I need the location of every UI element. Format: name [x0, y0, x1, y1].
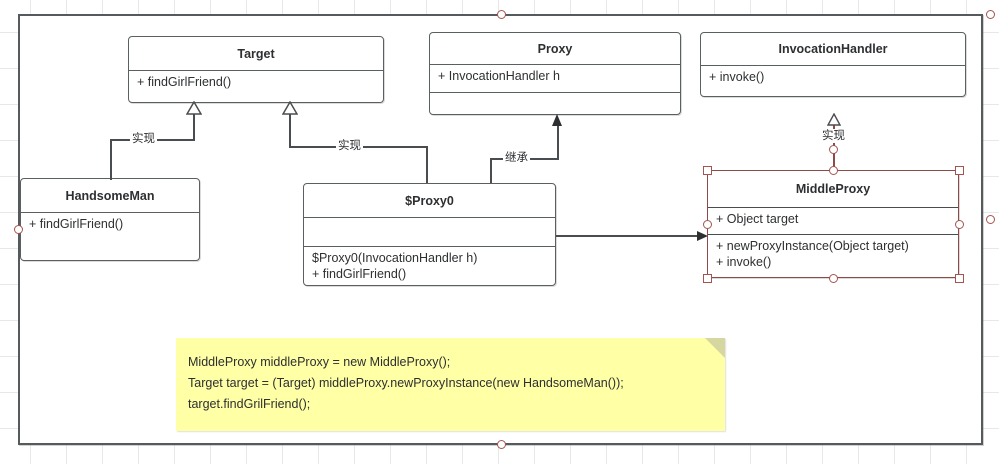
canvas-handle-top-right[interactable] — [986, 10, 995, 19]
class-member: + findGirlFriend() — [312, 267, 407, 281]
realization-arrowhead-middleproxy — [826, 112, 842, 131]
sticky-note[interactable]: MiddleProxy middleProxy = new MiddleProx… — [176, 338, 725, 431]
class-attributes-middleproxy: + Object target — [708, 208, 958, 234]
class-title-middleproxy: MiddleProxy — [795, 182, 871, 196]
resize-handle-top-center[interactable] — [829, 166, 838, 175]
class-methods-proxy — [430, 93, 680, 114]
canvas-handle-top-center[interactable] — [497, 10, 506, 19]
class-attributes-handsomeman: + findGirlFriend() — [21, 213, 199, 260]
resize-handle-middle-right[interactable] — [955, 220, 964, 229]
resize-handle-bottom-left[interactable] — [703, 274, 712, 283]
resize-handle-top-right[interactable] — [955, 166, 964, 175]
class-separator — [129, 70, 383, 71]
class-box-invocationhandler[interactable]: InvocationHandler + invoke() — [700, 32, 966, 97]
resize-handle-top-left[interactable] — [703, 166, 712, 175]
note-content: MiddleProxy middleProxy = new MiddleProx… — [188, 352, 624, 415]
class-attributes-proxy: + InvocationHandler h — [430, 65, 680, 92]
class-member: + findGirlFriend() — [29, 217, 124, 231]
note-line: target.findGrilFriend(); — [188, 397, 311, 411]
edge-handsomeman-target-vert-down — [110, 139, 112, 180]
class-member: + invoke() — [709, 70, 765, 84]
edge-handsomeman-target-vert-up — [193, 113, 195, 140]
note-line: Target target = (Target) middleProxy.new… — [188, 376, 624, 390]
class-member: + findGirlFriend() — [137, 75, 232, 89]
class-separator — [430, 64, 680, 65]
class-member: $Proxy0(InvocationHandler h) — [312, 251, 478, 265]
class-title-proxy: Proxy — [537, 41, 573, 56]
class-title-target: Target — [237, 46, 275, 61]
class-separator — [708, 207, 958, 208]
class-member: + invoke() — [716, 255, 772, 269]
edge-proxy0-target-vert-down — [426, 146, 428, 183]
edge-label-proxy0-implements: 实现 — [336, 139, 363, 153]
resize-handle-bottom-right[interactable] — [955, 274, 964, 283]
class-title-handsomeman: HandsomeMan — [65, 188, 155, 203]
edge-label-handsomeman-implements: 实现 — [130, 132, 157, 146]
class-box-proxy[interactable]: Proxy + InvocationHandler h — [429, 32, 681, 115]
edge-proxy0-target-vert-up — [289, 113, 291, 147]
class-title-invocationhandler: InvocationHandler — [778, 42, 888, 56]
note-fold-corner — [705, 338, 725, 358]
class-box-handsomeman[interactable]: HandsomeMan + findGirlFriend() — [20, 178, 200, 261]
class-attributes-proxy0 — [304, 218, 555, 246]
edge-waypoint-handle-middleproxy[interactable] — [829, 145, 838, 154]
class-member: + newProxyInstance(Object target) — [716, 239, 909, 253]
note-line: MiddleProxy middleProxy = new MiddleProx… — [188, 355, 451, 369]
canvas-handle-bottom-center[interactable] — [497, 440, 506, 449]
edge-proxy0-middleproxy — [556, 235, 700, 237]
association-arrowhead-middleproxy — [697, 231, 708, 241]
canvas-handle-middle-right[interactable] — [986, 215, 995, 224]
class-separator — [304, 246, 555, 247]
realization-arrowhead-handsomeman — [185, 100, 203, 120]
class-separator — [21, 212, 199, 213]
class-separator — [708, 234, 958, 235]
generalization-arrowhead-proxy0 — [552, 114, 562, 126]
class-box-target[interactable]: Target + findGirlFriend() — [128, 36, 384, 103]
class-title-proxy0: $Proxy0 — [405, 193, 454, 208]
edge-proxy0-proxy-vert-up — [557, 126, 559, 159]
class-box-proxy0[interactable]: $Proxy0 $Proxy0(InvocationHandler h) + f… — [303, 183, 556, 286]
class-methods-middleproxy: + newProxyInstance(Object target) + invo… — [708, 235, 958, 277]
class-member: + Object target — [716, 212, 799, 226]
class-separator — [304, 217, 555, 218]
class-member: + InvocationHandler h — [438, 69, 560, 83]
edge-proxy0-proxy-vert-down — [490, 158, 492, 183]
realization-arrowhead-proxy0 — [281, 100, 299, 120]
canvas-handle-middle-left[interactable] — [14, 225, 23, 234]
class-methods-target: + findGirlFriend() — [129, 71, 383, 102]
edge-label-proxy0-extends: 继承 — [503, 151, 530, 165]
class-attributes-invocationhandler: + invoke() — [701, 66, 965, 96]
edge-label-middleproxy-implements: 实现 — [820, 129, 847, 143]
class-methods-proxy0: $Proxy0(InvocationHandler h) + findGirlF… — [304, 247, 555, 285]
class-separator — [430, 92, 680, 93]
resize-handle-middle-left[interactable] — [703, 220, 712, 229]
class-box-middleproxy[interactable]: MiddleProxy + Object target + newProxyIn… — [707, 170, 959, 278]
resize-handle-bottom-center[interactable] — [829, 274, 838, 283]
class-separator — [701, 65, 965, 66]
